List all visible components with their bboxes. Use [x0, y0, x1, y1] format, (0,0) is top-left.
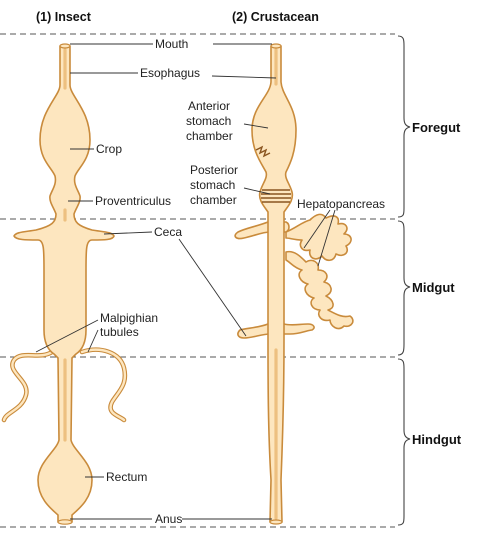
insect-anus-opening [57, 519, 73, 525]
crustacean-anus-opening [269, 519, 283, 525]
label-hepatopancreas: Hepatopancreas [297, 197, 385, 211]
label-esophagus: Esophagus [140, 66, 200, 80]
label-rectum: Rectum [106, 470, 147, 484]
insect-gut-outline [13, 45, 115, 523]
label-anus: Anus [155, 512, 182, 526]
crustacean-header: (2) Crustacean [232, 10, 319, 24]
hepatopancreas-lower [285, 250, 354, 330]
label-mouth: Mouth [155, 37, 188, 51]
label-posterior-stomach: Posterior stomach chamber [190, 163, 241, 207]
region-midgut: Midgut [412, 280, 455, 295]
crustacean-gut-outline [251, 45, 297, 523]
brace-midgut [397, 220, 411, 356]
insect-gut [1, 43, 128, 525]
malpighian-tubule-right [79, 347, 128, 423]
hepatopancreas-upper [285, 213, 352, 262]
label-anterior-stomach: Anterior stomach chamber [186, 99, 235, 143]
crustacean-mouth-opening [270, 43, 282, 49]
posterior-filter [261, 189, 291, 203]
brace-hindgut [397, 358, 411, 526]
region-foregut: Foregut [412, 120, 461, 135]
crustacean-gut [234, 43, 354, 525]
label-proventriculus: Proventriculus [95, 194, 171, 208]
insect-mouth-opening [59, 43, 71, 49]
malpighian-tubule-left [1, 349, 55, 423]
insect-header: (1) Insect [36, 10, 92, 24]
label-malpighian-tubules: Malpighian tubules [100, 311, 161, 339]
region-braces [397, 35, 411, 526]
brace-foregut [397, 35, 411, 218]
leader-lines [35, 43, 336, 520]
region-hindgut: Hindgut [412, 432, 462, 447]
label-crop: Crop [96, 142, 122, 156]
label-ceca: Ceca [154, 225, 182, 239]
gastric-teeth [255, 145, 271, 158]
